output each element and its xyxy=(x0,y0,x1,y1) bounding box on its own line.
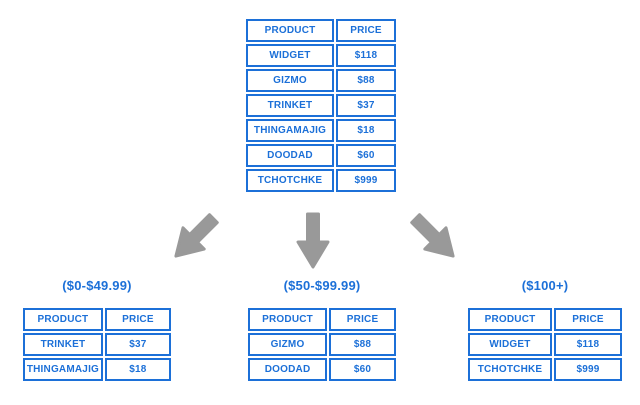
group-title: ($100+) xyxy=(521,278,569,293)
table-row: WIDGET $118 xyxy=(468,333,622,356)
product-cell: THINGAMAJIG xyxy=(246,119,334,142)
table-row: DOODAD $60 xyxy=(248,358,396,381)
price-cell: $37 xyxy=(336,94,396,117)
price-cell: $118 xyxy=(554,333,622,356)
product-cell: WIDGET xyxy=(468,333,552,356)
group-table-50-99: PRODUCT PRICE GIZMO $88 DOODAD $60 xyxy=(246,306,398,383)
price-cell: $60 xyxy=(336,144,396,167)
product-cell: THINGAMAJIG xyxy=(23,358,103,381)
group-title: ($50-$99.99) xyxy=(283,278,361,293)
table-row: TRINKET $37 xyxy=(23,333,171,356)
table-header-row: PRODUCT PRICE xyxy=(468,308,622,331)
product-header: PRODUCT xyxy=(23,308,103,331)
table-row: WIDGET $118 xyxy=(246,44,396,67)
product-cell: TCHOTCHKE xyxy=(468,358,552,381)
price-cell: $88 xyxy=(336,69,396,92)
group-table-0-49: PRODUCT PRICE TRINKET $37 THINGAMAJIG $1… xyxy=(21,306,173,383)
table-row: GIZMO $88 xyxy=(248,333,396,356)
arrow-down-icon xyxy=(296,212,330,269)
price-cell: $88 xyxy=(329,333,396,356)
group-table-100-plus: PRODUCT PRICE WIDGET $118 TCHOTCHKE $999 xyxy=(466,306,624,383)
price-header: PRICE xyxy=(329,308,396,331)
product-cell: TCHOTCHKE xyxy=(246,169,334,192)
table-header-row: PRODUCT PRICE xyxy=(23,308,171,331)
main-price-table-grid: PRODUCT PRICE WIDGET $118 GIZMO $88 TRIN… xyxy=(244,17,398,194)
price-header: PRICE xyxy=(104,308,171,331)
main-price-table: PRODUCT PRICE WIDGET $118 GIZMO $88 TRIN… xyxy=(244,17,398,194)
table-row: THINGAMAJIG $18 xyxy=(23,358,171,381)
table-row: THINGAMAJIG $18 xyxy=(246,119,396,142)
price-cell: $999 xyxy=(336,169,396,192)
price-cell: $18 xyxy=(104,358,171,381)
table-row: TCHOTCHKE $999 xyxy=(468,358,622,381)
product-header: PRODUCT xyxy=(248,308,328,331)
product-cell: DOODAD xyxy=(246,144,334,167)
group-0-49: ($0-$49.99) PRODUCT PRICE TRINKET $37 TH… xyxy=(21,278,173,383)
arrow-down-right-icon xyxy=(410,213,455,258)
table-row: GIZMO $88 xyxy=(246,69,396,92)
product-header: PRODUCT xyxy=(246,19,334,42)
price-cell: $18 xyxy=(336,119,396,142)
group-100-plus: ($100+) PRODUCT PRICE WIDGET $118 TCHOTC… xyxy=(466,278,624,383)
product-cell: WIDGET xyxy=(246,44,334,67)
product-cell: TRINKET xyxy=(23,333,103,356)
product-cell: DOODAD xyxy=(248,358,328,381)
product-cell: GIZMO xyxy=(248,333,328,356)
group-title: ($0-$49.99) xyxy=(62,278,132,293)
table-row: TRINKET $37 xyxy=(246,94,396,117)
price-cell: $118 xyxy=(336,44,396,67)
table-row: TCHOTCHKE $999 xyxy=(246,169,396,192)
group-50-99: ($50-$99.99) PRODUCT PRICE GIZMO $88 DOO… xyxy=(246,278,398,383)
table-row: DOODAD $60 xyxy=(246,144,396,167)
product-header: PRODUCT xyxy=(468,308,552,331)
price-header: PRICE xyxy=(336,19,396,42)
price-cell: $999 xyxy=(554,358,622,381)
price-cell: $37 xyxy=(104,333,171,356)
product-cell: GIZMO xyxy=(246,69,334,92)
table-header-row: PRODUCT PRICE xyxy=(248,308,396,331)
price-header: PRICE xyxy=(554,308,622,331)
table-header-row: PRODUCT PRICE xyxy=(246,19,396,42)
product-cell: TRINKET xyxy=(246,94,334,117)
price-cell: $60 xyxy=(329,358,396,381)
arrow-band xyxy=(174,212,455,269)
arrow-down-left-icon xyxy=(174,213,219,258)
